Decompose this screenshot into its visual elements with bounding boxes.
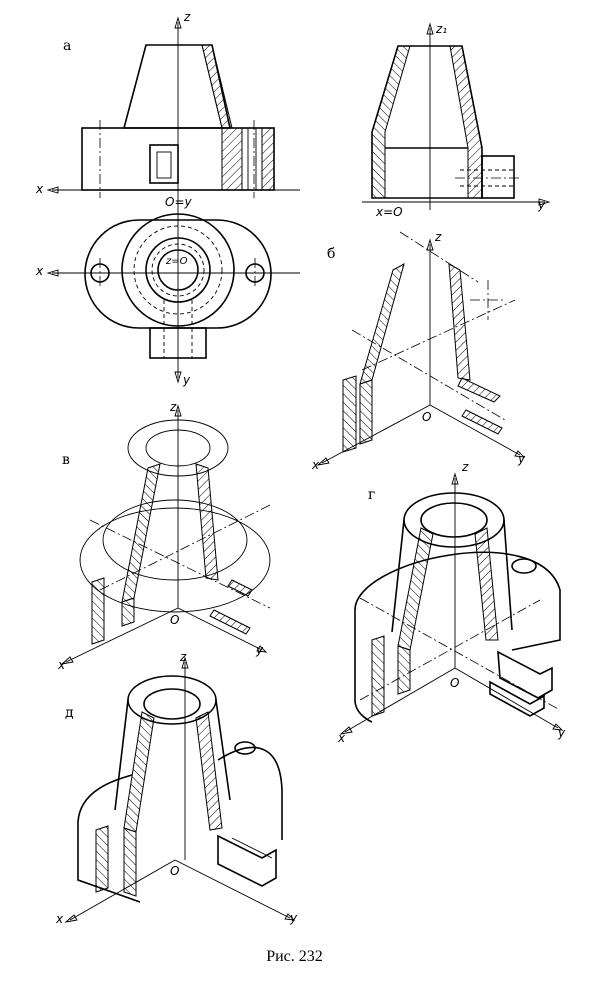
axis-label-x-front: x [36, 182, 44, 196]
axis-label-x-b: x [312, 458, 320, 472]
axis-label-y-g: y [558, 726, 566, 740]
axis-label-y-d: y [290, 911, 298, 925]
axis-label-z-g: z [462, 460, 469, 474]
panel-label-v: в [62, 452, 70, 468]
axis-label-x-v: x [58, 658, 66, 672]
axonometric-g [339, 472, 564, 735]
axis-label-z1-side: z₁ [436, 22, 448, 36]
origin-label-b: O [422, 410, 432, 424]
axonometric-v [60, 404, 271, 665]
axis-label-z-b: z [435, 230, 442, 244]
axis-label-z-front: z [184, 10, 191, 24]
plan-view [46, 205, 300, 384]
axis-label-x-g: x [338, 731, 346, 745]
origin-label-side: x=O [376, 205, 403, 219]
panel-label-b: б [327, 246, 336, 262]
axis-label-x-d: x [56, 912, 64, 926]
axis-label-z-d: z [180, 650, 187, 664]
axis-label-y-side: y [538, 198, 546, 212]
origin-label-g: O [450, 676, 460, 690]
panel-label-a: а [63, 38, 72, 54]
panel-label-g: г [368, 487, 376, 503]
axis-label-y-plan: y [183, 373, 191, 387]
figure-caption: Рис. 232 [266, 948, 323, 965]
front-view [46, 16, 300, 205]
origin-label-plan: z=O [166, 256, 188, 267]
origin-label-d: O [170, 864, 180, 878]
axonometric-d [64, 656, 296, 923]
panel-label-d: д [65, 705, 74, 721]
axis-label-y-v: y [256, 643, 264, 657]
origin-label-front: O=y [165, 195, 192, 209]
axis-label-y-b: y [518, 452, 526, 466]
side-view [362, 22, 551, 210]
origin-label-v: O [170, 613, 180, 627]
axis-label-z-v: z [170, 400, 177, 414]
axonometric-b [316, 231, 526, 466]
axis-label-x-plan: x [36, 264, 44, 278]
